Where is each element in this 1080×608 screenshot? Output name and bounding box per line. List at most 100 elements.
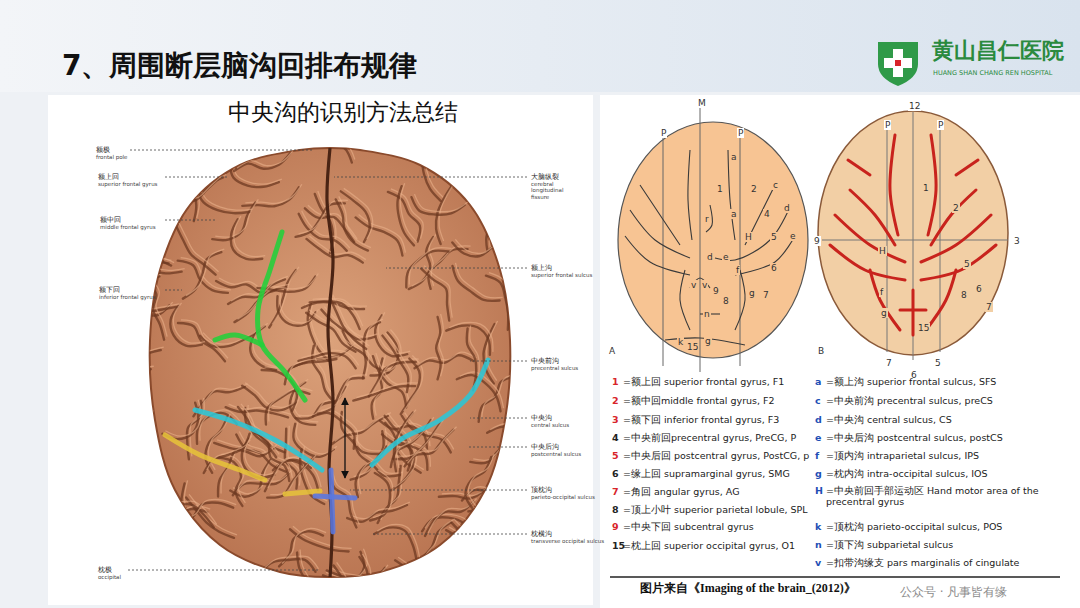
key-text: =中央沟 central sulcus, CS xyxy=(826,415,952,426)
callout-letter: 5 xyxy=(963,259,971,269)
callout-letter: c xyxy=(772,180,779,190)
hospital-logo xyxy=(878,42,918,86)
key-text: =额上回 superior frontal gyrus, F1 xyxy=(623,377,784,388)
key-text: =扣带沟缘支 pars marginalis of cingulate xyxy=(826,558,1019,569)
callout-letter: f xyxy=(879,287,884,297)
callout-letter: 2 xyxy=(750,184,758,194)
key-text: =额上沟 superior frontal sulcus, SFS xyxy=(826,377,996,388)
brain-label-en: parieto-occipital sulcus xyxy=(531,494,595,500)
key-letter: d xyxy=(815,415,822,426)
brain-label-en: middle frontal gyrus xyxy=(100,224,156,230)
callout-letter: n xyxy=(703,309,711,319)
key-text: =额下回 inferior frontal gyrus, F3 xyxy=(623,415,779,426)
brain-label: 大脑纵裂 xyxy=(531,173,559,181)
callout-letter: B xyxy=(817,346,825,356)
callout-letter: a xyxy=(730,152,738,162)
brain-label: 额下回 xyxy=(99,286,120,294)
brain-label: 额上回 xyxy=(98,173,119,181)
callout-letter: d xyxy=(783,203,791,213)
key-number: 3 xyxy=(612,415,619,426)
key-letter: f xyxy=(815,451,819,462)
callout-letter: 9 xyxy=(813,236,821,246)
callout-letter: 1 xyxy=(922,183,930,193)
key-letter: k xyxy=(815,522,821,533)
brain-label: 顶枕沟 xyxy=(531,486,552,494)
brain-label: 额极 xyxy=(96,146,110,154)
key-number: 8 xyxy=(612,505,619,516)
callout-letter: v xyxy=(690,280,697,290)
key-text: =枕内沟 intra-occipital sulcus, IOS xyxy=(826,469,988,480)
key-text: =中央下回 subcentral gyrus xyxy=(623,522,754,533)
callout-letter: 4 xyxy=(763,209,771,219)
brain-label: 中央前沟 xyxy=(531,357,559,365)
key-letter: n xyxy=(815,540,822,551)
callout-letter: e xyxy=(722,252,730,262)
callout-letter: 7 xyxy=(762,290,770,300)
callout-letter: r xyxy=(704,214,710,224)
key-text: =中央后沟 postcentral sulcus, postCS xyxy=(826,433,1003,444)
key-text: =缘上回 supramarginal gyrus, SMG xyxy=(623,469,790,480)
brain-label: 中央沟 xyxy=(531,414,552,422)
slide-title: 7、周围断层脑沟回排布规律 xyxy=(62,50,417,82)
callout-letter: g xyxy=(880,308,888,318)
key-number: 7 xyxy=(612,487,619,498)
axial-diagram-a xyxy=(618,108,808,372)
callout-letter: 7 xyxy=(885,358,893,368)
key-text: =中央后回 postcentral gyrus, PostCG, p xyxy=(623,451,809,462)
callout-letter: 9 xyxy=(712,286,720,296)
key-letter: c xyxy=(815,396,821,407)
callout-letter: P xyxy=(937,120,944,130)
key-text: =顶上小叶 superior parietal lobule, SPL xyxy=(623,505,808,516)
callout-letter: 6 xyxy=(975,284,983,294)
callout-letter: H xyxy=(878,246,887,256)
callout-letter: 8 xyxy=(960,290,968,300)
brain-label-en: postcentral sulcus xyxy=(531,451,581,457)
key-number: 5 xyxy=(612,451,619,462)
logo-subtext: HUANG SHAN CHANG REN HOSPITAL xyxy=(933,70,1052,77)
brain-label-en: precentral sulcus xyxy=(531,365,578,371)
key-letter: g xyxy=(815,469,822,480)
key-letter: e xyxy=(815,433,821,444)
callout-letter: P xyxy=(884,120,891,130)
key-text: =顶下沟 subparietal sulcus xyxy=(826,540,953,551)
callout-letter: 12 xyxy=(908,101,921,111)
callout-letter: M xyxy=(697,98,707,108)
key-number: 4 xyxy=(612,433,619,444)
brain-label-en: occipital xyxy=(98,574,121,580)
callout-letter: 15 xyxy=(686,342,699,352)
brain-label-en: frontal pole xyxy=(96,154,128,160)
callout-letter: H xyxy=(744,232,753,242)
callout-letter: P xyxy=(660,128,667,138)
panel-heading: 中央沟的识别方法总结 xyxy=(228,100,458,126)
callout-letter: e xyxy=(789,231,797,241)
callout-letter: 5 xyxy=(934,358,942,368)
callout-letter: a xyxy=(730,209,738,219)
callout-letter: A xyxy=(608,346,616,356)
left-panel xyxy=(48,95,593,605)
axial-diagram-b xyxy=(818,111,1008,360)
key-text: =中央前回precentral gyrus, PreCG, P xyxy=(623,433,796,444)
brain-label-en: central sulcus xyxy=(531,422,569,428)
brain-label-en: inferior frontal gyrus xyxy=(99,294,156,300)
key-letter: H xyxy=(815,486,823,497)
key-text: =枕上回 superior occipital gyrus, O1 xyxy=(623,541,795,552)
key-text: =顶内沟 intraparietal sulcus, IPS xyxy=(826,451,979,462)
brain-label-en: cerebral longitudinal fissure xyxy=(531,181,581,200)
brain-label: 枕极 xyxy=(98,566,112,574)
callout-letter: g xyxy=(748,288,756,298)
key-text: =中央前沟 precentral sulcus, preCS xyxy=(826,396,993,407)
brain-label-en: transverse occipital sulcus xyxy=(531,538,604,544)
key-text: =额中回middle frontal gyrus, F2 xyxy=(623,396,775,407)
key-letter: a xyxy=(815,377,821,388)
callout-letter: 1 xyxy=(716,184,724,194)
callout-letter: 3 xyxy=(1013,236,1021,246)
key-number: 9 xyxy=(612,522,619,533)
key-text: =顶枕沟 parieto-occipital sulcus, POS xyxy=(826,522,1002,533)
brain-label: 额上沟 xyxy=(531,264,552,272)
callout-letter: 6 xyxy=(770,263,778,273)
logo-text: 黄山昌仁医院 xyxy=(932,38,1064,63)
callout-letter: P xyxy=(737,128,744,138)
right-panel xyxy=(600,95,1080,608)
callout-letter: 7 xyxy=(985,302,993,312)
